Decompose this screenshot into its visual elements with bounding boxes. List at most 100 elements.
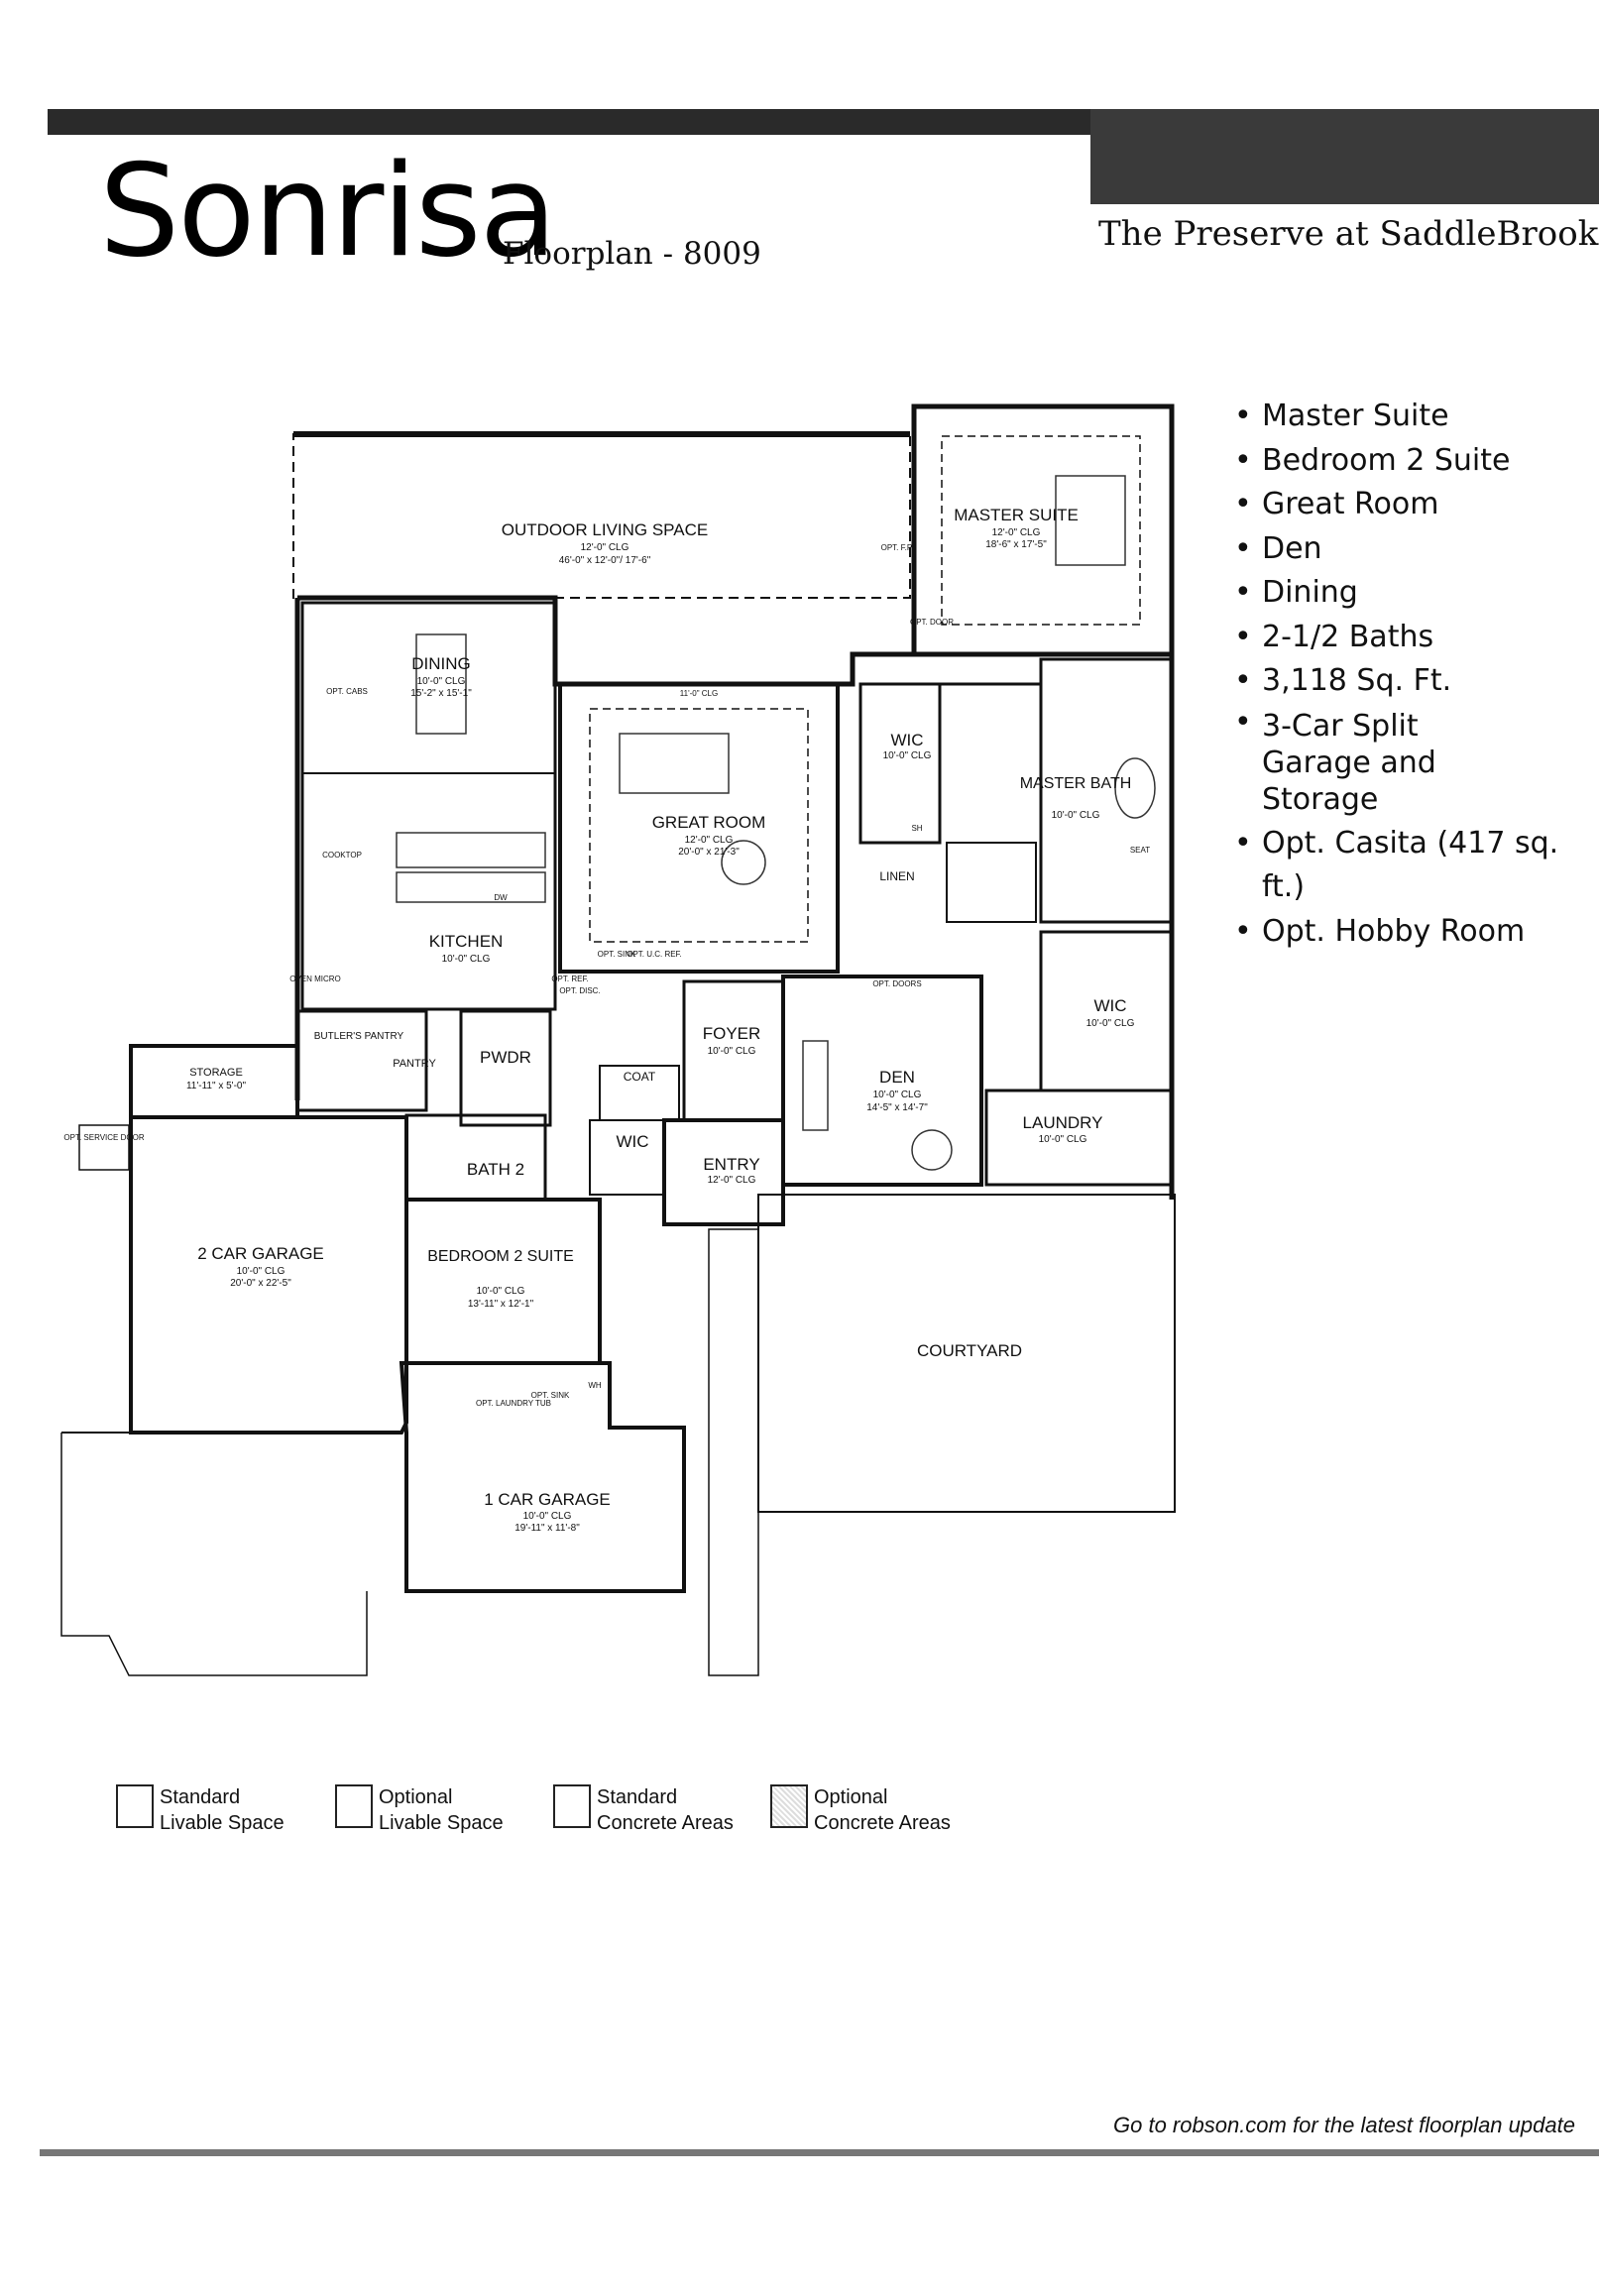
den-dim: 14'-5" x 14'-7" xyxy=(866,1102,928,1113)
legend-line2: Livable Space xyxy=(160,1812,285,1834)
great-room-clg: 12'-0" CLG xyxy=(685,835,734,846)
dining-clg: 10'-0" CLG xyxy=(417,676,466,687)
den-label: DEN xyxy=(879,1068,915,1087)
legend-line2: Livable Space xyxy=(379,1812,504,1834)
master-bath-clg: 10'-0" CLG xyxy=(1052,810,1100,821)
wic3-label: WIC xyxy=(616,1132,648,1151)
dining-dim: 15'-2" x 15'-1" xyxy=(410,688,472,699)
shelf-note: SH xyxy=(911,824,922,833)
plan-subtitle: Floorplan - 8009 xyxy=(503,236,761,272)
opt-ref-note: OPT. REF. xyxy=(551,975,588,983)
feature-item: 3-Car Split Garage and Storage xyxy=(1234,704,1520,822)
garage1-dim: 19'-11" x 11'-8" xyxy=(514,1523,580,1534)
coat-label: COAT xyxy=(624,1070,656,1084)
opt-laundry-tub-note: OPT. LAUNDRY TUB xyxy=(476,1399,551,1408)
dining-label: DINING xyxy=(411,654,471,673)
great-room-label: GREAT ROOM xyxy=(652,813,766,832)
feature-item: 2-1/2 Baths xyxy=(1234,616,1599,660)
outdoor-label: OUTDOOR LIVING SPACE xyxy=(502,520,708,539)
kitchen-clg: 10'-0" CLG xyxy=(442,954,491,965)
opt-cabs-note: OPT. CABS xyxy=(326,687,368,696)
feature-item: Great Room xyxy=(1234,483,1599,527)
wic-clg: 10'-0" CLG xyxy=(883,750,932,761)
laundry-clg: 10'-0" CLG xyxy=(1039,1134,1087,1145)
opt-fp-note: OPT. F.P. xyxy=(881,543,914,552)
legend-swatch xyxy=(553,1784,591,1828)
legend-swatch xyxy=(335,1784,373,1828)
clg-note: 11'-0" CLG xyxy=(680,689,718,698)
master-suite-dim: 18'-6" x 17'-5" xyxy=(985,539,1047,550)
entry-label: ENTRY xyxy=(703,1155,759,1174)
pwdr-label: PWDR xyxy=(480,1048,531,1067)
legend-line1: Standard xyxy=(597,1786,678,1808)
feature-item: Opt. Hobby Room xyxy=(1234,910,1599,955)
community-name: The Preserve at SaddleBrooke xyxy=(1098,214,1599,254)
kitchen-label: KITCHEN xyxy=(429,932,504,951)
footer-note: Go to robson.com for the latest floorpla… xyxy=(1113,2113,1575,2137)
master-bath-label: MASTER BATH xyxy=(1020,775,1132,792)
feature-item: Bedroom 2 Suite xyxy=(1234,439,1599,484)
linen-label: LINEN xyxy=(879,869,914,883)
pantry-label: PANTRY xyxy=(393,1058,436,1070)
legend-line2: Concrete Areas xyxy=(814,1812,951,1834)
legend-line1: Optional xyxy=(814,1786,888,1808)
storage-label: STORAGE xyxy=(189,1067,243,1079)
legend-line2: Concrete Areas xyxy=(597,1812,734,1834)
footer-bar xyxy=(40,2149,1599,2156)
legend-swatch xyxy=(770,1784,808,1828)
wic2-label: WIC xyxy=(1093,996,1126,1015)
opt-service-door-note: OPT. SERVICE DOOR xyxy=(63,1133,144,1142)
feature-item: Den xyxy=(1234,527,1599,572)
opt-uc-ref-note: OPT. U.C. REF. xyxy=(627,950,682,959)
bedroom2-label: BEDROOM 2 SUITE xyxy=(427,1248,574,1265)
opt-disc-note: OPT. DISC. xyxy=(559,986,600,995)
outdoor-clg: 12'-0" CLG xyxy=(581,542,629,553)
den-clg: 10'-0" CLG xyxy=(873,1090,922,1100)
oven-micro-note: OVEN MICRO xyxy=(289,975,341,983)
feature-item: Dining xyxy=(1234,571,1599,616)
garage2-dim: 20'-0" x 22'-5" xyxy=(230,1278,291,1289)
outdoor-dim: 46'-0" x 12'-0"/ 17'-6" xyxy=(559,555,651,566)
cooktop-note: COOKTOP xyxy=(322,851,362,860)
dw-note: DW xyxy=(494,893,508,902)
courtyard-label: COURTYARD xyxy=(917,1341,1022,1360)
butlers-pantry-label: BUTLER'S PANTRY xyxy=(314,1031,404,1042)
storage-dim: 11'-11" x 5'-0" xyxy=(186,1081,246,1091)
master-suite-clg: 12'-0" CLG xyxy=(992,527,1041,538)
water-heater-note: WH xyxy=(588,1381,602,1390)
legend-swatch xyxy=(116,1784,154,1828)
plan-title: Sonrisa xyxy=(99,138,557,286)
opt-door-note: OPT. DOOR xyxy=(910,618,954,627)
feature-item: Opt. Casita (417 sq. ft.) xyxy=(1234,822,1599,910)
bedroom2-clg: 10'-0" CLG xyxy=(477,1286,525,1297)
opt-sink2-note: OPT. SINK xyxy=(531,1391,570,1400)
garage2-label: 2 CAR GARAGE xyxy=(197,1244,324,1263)
legend-line1: Standard xyxy=(160,1786,241,1808)
feature-item: Master Suite xyxy=(1234,395,1599,439)
feature-list: Master Suite Bedroom 2 Suite Great Room … xyxy=(1234,395,1599,954)
opt-sink-note: OPT. SINK xyxy=(598,950,636,959)
opt-doors-note: OPT. DOORS xyxy=(872,979,921,988)
bath2-label: BATH 2 xyxy=(467,1160,524,1179)
seat-note: SEAT xyxy=(1130,846,1150,855)
header-bar-block xyxy=(1090,109,1599,204)
wic2-clg: 10'-0" CLG xyxy=(1086,1018,1135,1029)
feature-item: 3,118 Sq. Ft. xyxy=(1234,659,1599,704)
great-room-dim: 20'-0" x 21'-3" xyxy=(678,847,740,858)
bedroom2-dim: 13'-11" x 12'-1" xyxy=(468,1299,534,1310)
master-suite-label: MASTER SUITE xyxy=(954,506,1079,524)
legend-line1: Optional xyxy=(379,1786,453,1808)
garage1-label: 1 CAR GARAGE xyxy=(484,1490,611,1509)
entry-clg: 12'-0" CLG xyxy=(708,1175,756,1186)
garage2-clg: 10'-0" CLG xyxy=(237,1266,286,1277)
foyer-label: FOYER xyxy=(703,1024,761,1043)
